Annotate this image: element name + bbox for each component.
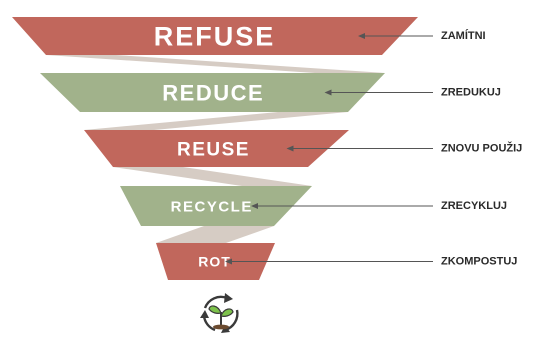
translation-label-refuse: ZAMÍTNI	[441, 29, 486, 42]
tier-label-recycle: RECYCLE	[171, 198, 253, 215]
tier-label-rot: ROT	[198, 254, 231, 270]
connector-recycle	[156, 226, 274, 243]
recycle-seedling-icon	[200, 293, 239, 333]
leader-arrow-recycle	[251, 203, 258, 209]
translation-label-reduce: ZREDUKUJ	[441, 86, 501, 98]
connector-reduce	[84, 112, 348, 130]
tier-bands: REFUSE REDUCE REUSE RECYCLE ROT	[12, 17, 418, 280]
tier-connectors	[46, 55, 385, 243]
tier-band-reduce	[40, 73, 385, 112]
translation-label-rot: ZKOMPOSTUJ	[441, 255, 517, 267]
translation-label-recycle: ZRECYKLUJ	[441, 200, 507, 212]
leader-arrow-reuse	[286, 145, 294, 152]
tier-label-reduce: REDUCE	[162, 80, 264, 105]
tier-band-reuse	[84, 130, 349, 167]
leader-arrow-reduce	[324, 89, 332, 96]
connector-refuse	[46, 55, 385, 73]
tier-band-recycle	[120, 186, 312, 226]
tier-band-rot	[156, 243, 275, 280]
leader-arrow-rot	[225, 258, 232, 265]
translation-label-reuse: ZNOVU POUŽIJ	[441, 141, 522, 154]
leader-lines: ZAMÍTNI ZREDUKUJ ZNOVU POUŽIJ ZRECYKLUJ ZKOM…	[225, 29, 522, 267]
tier-band-refuse	[12, 17, 418, 55]
connector-reuse	[113, 167, 312, 186]
tier-label-refuse: REFUSE	[154, 22, 276, 52]
leader-arrow-refuse	[358, 33, 365, 39]
tier-label-reuse: REUSE	[177, 139, 250, 160]
